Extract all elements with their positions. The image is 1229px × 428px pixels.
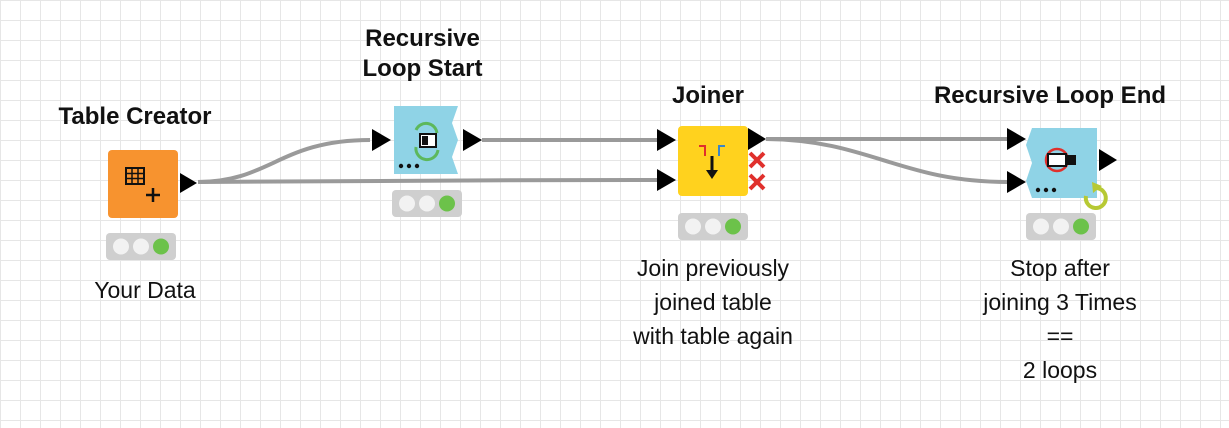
connections bbox=[197, 137, 1009, 184]
table-creator-out-port[interactable] bbox=[180, 173, 197, 193]
loop-end-traffic-light bbox=[1026, 213, 1096, 240]
node-joiner[interactable] bbox=[657, 126, 766, 240]
node-table-creator[interactable] bbox=[106, 150, 197, 260]
node-title-joiner: Joiner bbox=[671, 82, 745, 109]
connection-joiner-to-loopend-bottom[interactable] bbox=[765, 137, 1009, 184]
node-loop-start[interactable] bbox=[372, 106, 482, 217]
node-title-loop-start-line1: Recursive bbox=[365, 25, 480, 52]
joiner-out-port-top[interactable] bbox=[748, 128, 766, 150]
loop-end-in-port-bottom[interactable] bbox=[1007, 171, 1026, 193]
node-label-loop-end-line-4: 2 loops bbox=[1022, 357, 1098, 383]
loop-start-out-port[interactable] bbox=[463, 129, 482, 151]
table-plus-icon bbox=[125, 167, 160, 202]
join-arrows-icon bbox=[699, 145, 725, 179]
node-label-joiner-line-3: with table again bbox=[633, 323, 793, 349]
joiner-in-port-top[interactable] bbox=[657, 129, 676, 151]
loop-end-in-port-top[interactable] bbox=[1007, 128, 1026, 150]
joiner-out-port-inactive-2[interactable] bbox=[748, 173, 766, 191]
connection-creator-to-loopstart[interactable] bbox=[197, 138, 371, 184]
loop-start-more-dots bbox=[398, 163, 420, 169]
joiner-out-port-inactive-1[interactable] bbox=[748, 151, 766, 169]
loop-end-out-port[interactable] bbox=[1099, 149, 1117, 171]
node-title-loop-end: Recursive Loop End bbox=[933, 82, 1167, 109]
node-label-joiner-line-1: Join previously bbox=[636, 255, 790, 281]
node-label-joiner-line-2: joined table bbox=[654, 289, 772, 315]
table-creator-traffic-light bbox=[106, 233, 176, 260]
node-label-loop-end[interactable]: Stop after joining 3 Times == 2 loops bbox=[950, 251, 1170, 387]
joiner-in-port-bottom[interactable] bbox=[657, 169, 676, 191]
loop-start-icon bbox=[414, 121, 440, 162]
node-label-loop-end-line-3: == bbox=[1046, 323, 1074, 349]
node-label-loop-end-line-1: Stop after bbox=[1010, 255, 1110, 281]
loop-end-more-dots bbox=[1035, 187, 1057, 193]
node-label-joiner[interactable]: Join previously joined table with table … bbox=[603, 251, 823, 353]
node-loop-end[interactable] bbox=[1007, 128, 1117, 240]
loop-start-in-port[interactable] bbox=[372, 129, 391, 151]
loop-start-traffic-light bbox=[392, 190, 462, 217]
joiner-traffic-light bbox=[678, 213, 748, 240]
node-label-table-creator[interactable]: Your Data bbox=[94, 277, 196, 303]
node-title-loop-start-line2: Loop Start bbox=[362, 55, 483, 82]
loop-badge-icon bbox=[1083, 182, 1108, 210]
node-title-loop-start: Recursive Loop Start bbox=[330, 24, 515, 84]
loop-end-icon bbox=[1044, 147, 1076, 173]
connection-creator-to-joiner[interactable] bbox=[197, 178, 659, 184]
node-label-loop-end-line-2: joining 3 Times bbox=[983, 289, 1137, 315]
node-title-table-creator: Table Creator bbox=[58, 103, 212, 130]
